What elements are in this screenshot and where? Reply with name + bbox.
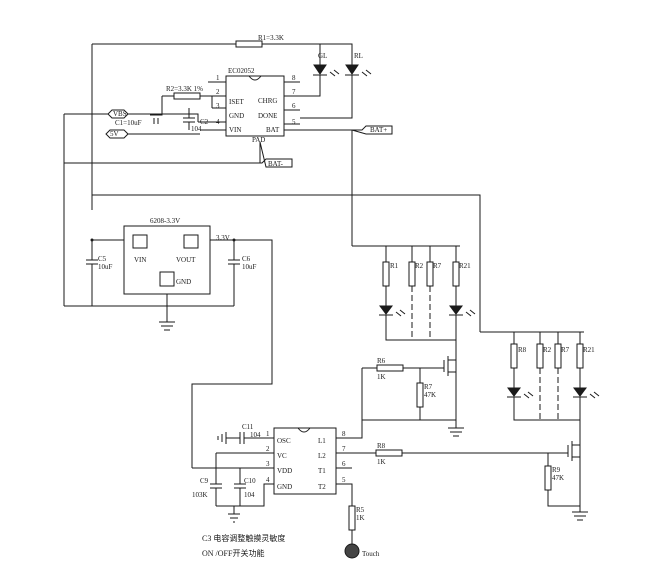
- label-r9: R9: [552, 466, 561, 474]
- tpin-6: 6: [342, 460, 346, 468]
- touch-pin-t1: T1: [318, 467, 326, 475]
- led-gl: [313, 64, 327, 75]
- label-c9: C9: [200, 477, 209, 485]
- label-r1b: R1: [390, 262, 399, 270]
- note-c3: C3 电容调整触摸灵敏度: [202, 533, 285, 543]
- label-r8-value: 1K: [377, 458, 386, 466]
- chip-pin-gnd: GND: [229, 112, 244, 120]
- led-bank-1: R1 R2 R7 R21 R6 1K R7 47K: [352, 245, 476, 437]
- net-vbs: VBS: [113, 110, 127, 118]
- label-r7-value: 47K: [424, 391, 436, 399]
- ldo-section: 6208-3.3V VIN VOUT GND 3.3V C5 10uF C6 1…: [64, 194, 481, 468]
- ldo-vin: VIN: [134, 256, 146, 264]
- label-c11: C11: [242, 423, 254, 431]
- led-bank-2: R8 R2 R7 R21 R8 1K R9 47K: [336, 331, 600, 521]
- pin-num-6: 6: [292, 102, 296, 110]
- touch-pin-gnd: GND: [277, 483, 292, 491]
- label-r5-value: 1K: [356, 514, 365, 522]
- net-bat-minus: BAT-: [268, 160, 284, 168]
- label-r5: R5: [356, 506, 365, 514]
- touch-pin-l1: L1: [318, 437, 326, 445]
- net-bat-plus: BAT+: [370, 126, 387, 134]
- label-r6: R6: [377, 357, 386, 365]
- touch-ic-section: OSC VC VDD GND L1 L2 T1 T2 1 2 3 4 8 7 6…: [192, 368, 380, 559]
- touch-pin-osc: OSC: [277, 437, 291, 445]
- pin-num-8: 8: [292, 74, 296, 82]
- resistor-r1: [235, 40, 263, 48]
- charger-section: R1=3.3K GL RL EC02052 ISET GND VIN CHRG …: [63, 34, 393, 306]
- label-c1: C1=10uF: [115, 119, 142, 127]
- tpin-4: 4: [266, 476, 270, 484]
- label-c10: C10: [244, 477, 256, 485]
- chip-pin-iset: ISET: [229, 98, 245, 106]
- label-c11-value: 104: [250, 431, 261, 439]
- chip-charger: [225, 75, 285, 137]
- label-rl: RL: [354, 52, 363, 60]
- label-r2b: R2: [415, 262, 424, 270]
- ldo-vout: VOUT: [176, 256, 196, 264]
- led-rl: [345, 64, 359, 75]
- ldo-out-label: 3.3V: [216, 234, 230, 242]
- label-touch: Touch: [362, 550, 380, 558]
- pin-num-2: 2: [216, 88, 220, 96]
- label-c2: C2: [200, 118, 209, 126]
- touch-pin-vc: VC: [277, 452, 287, 460]
- ldo-gnd: GND: [176, 278, 191, 286]
- label-r1: R1=3.3K: [258, 34, 284, 42]
- label-r2: R2=3.3K 1%: [166, 85, 203, 93]
- label-r7c: R7: [561, 346, 570, 354]
- tpin-2: 2: [266, 445, 270, 453]
- tpin-1: 1: [266, 430, 270, 438]
- chip-pin-chrg: CHRG: [258, 97, 277, 105]
- label-c5: C5: [98, 255, 107, 263]
- chip-pin-pad: PAD: [252, 136, 265, 144]
- chip-pin-done: DONE: [258, 112, 277, 120]
- pin-num-1: 1: [216, 74, 220, 82]
- label-c6-value: 10uF: [242, 263, 257, 271]
- label-c5-value: 10uF: [98, 263, 113, 271]
- pin-num-3: 3: [216, 102, 220, 110]
- tpin-5: 5: [342, 476, 346, 484]
- touch-pin-t2: T2: [318, 483, 326, 491]
- tpin-3: 3: [266, 460, 270, 468]
- label-r7: R7: [424, 383, 433, 391]
- label-c2-value: 104: [191, 125, 202, 133]
- label-gl: GL: [318, 52, 327, 60]
- label-r8: R8: [518, 346, 527, 354]
- label-r2c: R2: [543, 346, 552, 354]
- pin-num-5: 5: [292, 118, 296, 126]
- label-r6-value: 1K: [377, 373, 386, 381]
- label-r21: R21: [459, 262, 471, 270]
- touch-pin-vdd: VDD: [277, 467, 292, 475]
- note-onoff: ON /OFF开关功能: [202, 548, 264, 558]
- label-r21c: R21: [583, 346, 595, 354]
- touch-chip: [273, 427, 337, 495]
- chip-pin-vin: VIN: [229, 126, 241, 134]
- net-5v: 5V: [110, 130, 119, 138]
- label-c10-value: 104: [244, 491, 255, 499]
- touch-pin-l2: L2: [318, 452, 326, 460]
- label-r7b: R7: [433, 262, 442, 270]
- label-r9-value: 47K: [552, 474, 564, 482]
- label-r8b: R8: [377, 442, 386, 450]
- tpin-8: 8: [342, 430, 346, 438]
- label-c6: C6: [242, 255, 251, 263]
- touch-pad: [344, 543, 360, 559]
- label-c9-value: 103K: [192, 491, 208, 499]
- chip-pin-bat: BAT: [266, 126, 280, 134]
- tpin-7: 7: [342, 445, 346, 453]
- pin-num-7: 7: [292, 88, 296, 96]
- ldo-title: 6208-3.3V: [150, 217, 180, 225]
- chip-charger-title: EC02052: [228, 67, 255, 75]
- resistor-r2: [173, 92, 201, 100]
